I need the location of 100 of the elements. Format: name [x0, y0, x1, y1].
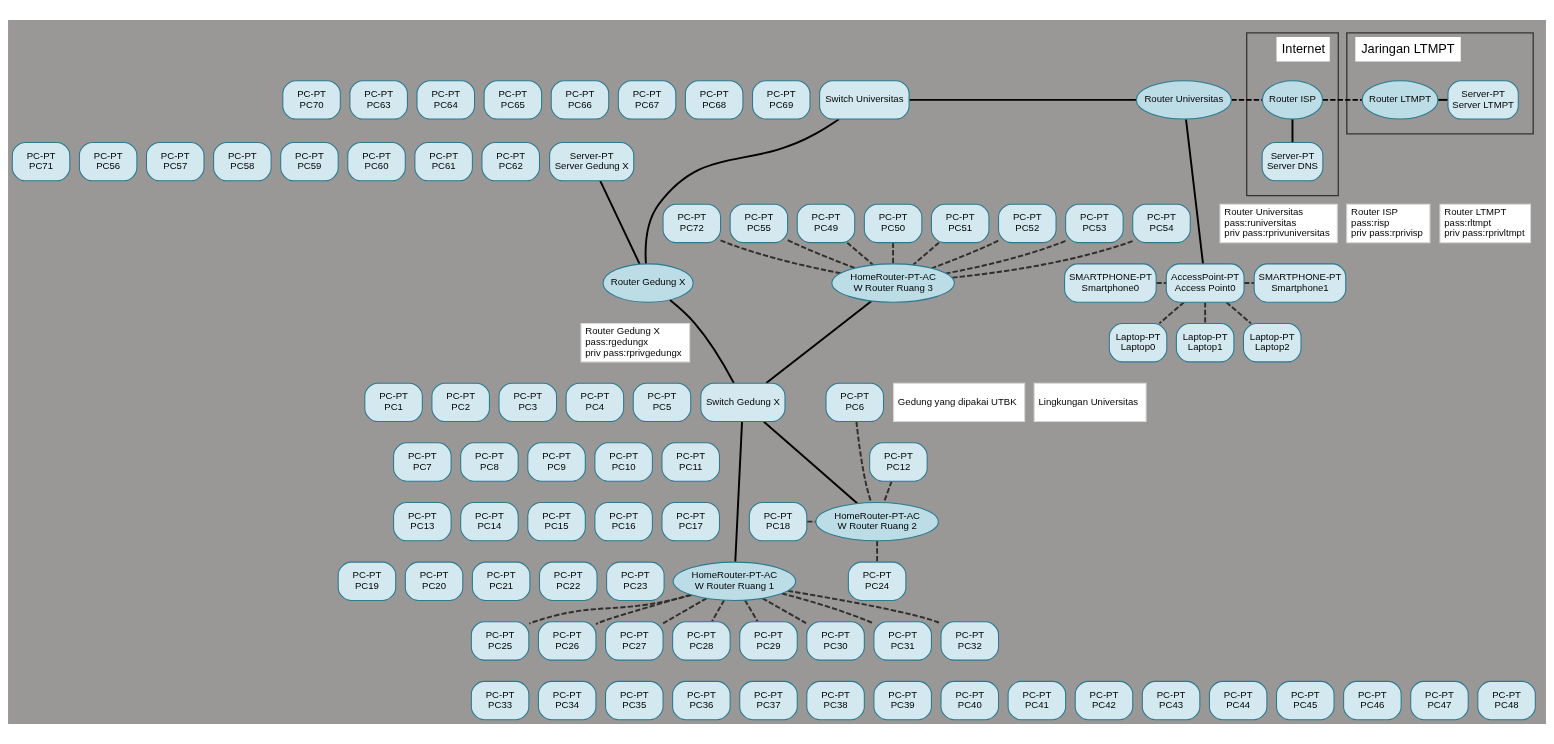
connector: [719, 239, 842, 275]
node-box: PC-PT PC48: [1477, 680, 1536, 721]
node-ellipse: Router Gedung X: [602, 263, 694, 303]
node-box: Router Gedung X pass:rgedungx priv pass:rprivgedungx: [580, 323, 691, 363]
node-box: PC-PT PC46: [1343, 680, 1402, 721]
node-box: SMARTPHONE-PT Smartphone1: [1253, 263, 1347, 303]
node-box: PC-PT PC12: [869, 442, 928, 482]
node-box: PC-PT PC66: [550, 80, 610, 120]
connector: [595, 593, 692, 625]
node-box: Server-PT Server Gedung X: [549, 141, 635, 182]
connector: [846, 241, 875, 266]
node-box: PC-PT PC64: [416, 80, 476, 120]
node-box: PC-PT PC61: [414, 141, 473, 182]
node-box: PC-PT PC58: [213, 141, 272, 182]
node-box: Laptop-PT Laptop1: [1175, 323, 1235, 363]
node-box: PC-PT PC71: [11, 141, 71, 182]
node-box: PC-PT PC52: [998, 203, 1057, 244]
node-box: PC-PT PC39: [873, 680, 932, 721]
node-box: PC-PT PC36: [672, 680, 731, 721]
node-box: PC-PT PC55: [729, 203, 789, 244]
node-box: PC-PT PC63: [349, 80, 408, 120]
node-box: PC-PT PC18: [748, 501, 808, 542]
node-box: Gedung yang dipakai UTBK: [893, 382, 1026, 423]
node-box: PC-PT PC19: [337, 561, 397, 601]
node-box: PC-PT PC67: [617, 80, 677, 120]
node-box: Lingkungan Universitas: [1033, 382, 1147, 423]
node-box: PC-PT PC14: [460, 501, 519, 542]
node-box: PC-PT PC44: [1208, 680, 1268, 721]
node-box: PC-PT PC2: [431, 382, 490, 423]
node-box: Router LTMPT pass:rltmpt priv pass:rprivltmpt: [1439, 203, 1532, 244]
node-box: PC-PT PC53: [1065, 203, 1124, 244]
node-box: PC-PT PC22: [538, 561, 598, 601]
connector: [951, 240, 1134, 279]
node-ellipse: Router LTMPT: [1361, 80, 1439, 120]
node-box: PC-PT PC24: [847, 561, 907, 601]
node-box: PC-PT PC65: [483, 80, 543, 120]
connector: [1155, 282, 1168, 285]
node-ellipse: HomeRouter-PT-AC W Router Ruang 3: [831, 263, 955, 303]
node-box: PC-PT PC10: [594, 442, 653, 482]
node-box: PC-PT PC17: [661, 501, 721, 542]
node-box: PC-PT PC57: [145, 141, 205, 182]
node-box: PC-PT PC40: [940, 680, 1000, 721]
node-box: PC-PT PC54: [1132, 203, 1191, 244]
node-box: Router Universitas pass:runiversitas priv pass:rprivuniversitas: [1219, 203, 1338, 244]
node-box: PC-PT PC16: [594, 501, 653, 542]
node-box: PC-PT PC23: [606, 561, 665, 601]
node-box: PC-PT PC33: [470, 680, 530, 721]
node-box: Server-PT Server DNS: [1261, 141, 1324, 182]
node-box: PC-PT PC31: [873, 621, 932, 661]
node-box: PC-PT PC41: [1007, 680, 1067, 721]
connector: [780, 592, 875, 625]
node-box: PC-PT PC72: [662, 203, 722, 244]
node-box: PC-PT PC47: [1410, 680, 1469, 721]
node-box: Laptop-PT Laptop2: [1242, 323, 1302, 363]
node-box: PC-PT PC59: [280, 141, 339, 182]
node-box: SMARTPHONE-PT Smartphone0: [1064, 263, 1157, 303]
node-box: PC-PT PC68: [684, 80, 744, 120]
node-box: Switch Gedung X: [700, 382, 786, 423]
node-box: PC-PT PC45: [1275, 680, 1335, 721]
connector: [786, 239, 856, 269]
node-ellipse: HomeRouter-PT-AC W Router Ruang 2: [815, 501, 939, 542]
node-box: PC-PT PC25: [470, 621, 530, 661]
node-box: PC-PT PC26: [537, 621, 597, 661]
node-box: PC-PT PC13: [393, 501, 452, 542]
node-box: Switch Universitas: [819, 80, 910, 120]
node-box: PC-PT PC28: [672, 621, 731, 661]
node-box: PC-PT PC3: [498, 382, 558, 423]
node-box: PC-PT PC21: [471, 561, 531, 601]
node-box: PC-PT PC6: [825, 382, 885, 423]
node-box: PC-PT PC32: [940, 621, 1000, 661]
node-box: PC-PT PC9: [527, 442, 586, 482]
connector: [1243, 282, 1256, 285]
node-box: PC-PT PC49: [796, 203, 856, 244]
connector: [669, 299, 735, 384]
node-box: PC-PT PC20: [404, 561, 464, 601]
node-box: Laptop-PT Laptop0: [1108, 323, 1168, 363]
connector: [945, 239, 1067, 275]
node-box: PC-PT PC4: [565, 382, 625, 423]
node-ellipse: Router ISP: [1261, 80, 1324, 120]
connector: [876, 539, 879, 563]
connector: [662, 597, 708, 625]
node-box: PC-PT PC15: [527, 501, 586, 542]
node-box: PC-PT PC11: [661, 442, 721, 482]
node-box: PC-PT PC69: [751, 80, 811, 120]
node-box: PC-PT PC38: [806, 680, 865, 721]
node-box: PC-PT PC60: [347, 141, 406, 182]
connector: [528, 594, 693, 625]
node-box: Router ISP pass:risp priv pass:rprivisp: [1346, 203, 1431, 244]
node-box: PC-PT PC43: [1141, 680, 1201, 721]
node-box: PC-PT PC62: [481, 141, 541, 182]
connector: [912, 241, 940, 266]
node-box: Server-PT Server LTMPT: [1447, 80, 1519, 120]
node-box: PC-PT PC30: [806, 621, 865, 661]
node-box: PC-PT PC1: [364, 382, 423, 423]
node-box: PC-PT PC35: [605, 680, 664, 721]
node-box: PC-PT PC70: [282, 80, 341, 120]
node-box: PC-PT PC50: [863, 203, 923, 244]
node-box: PC-PT PC7: [393, 442, 452, 482]
connector: [931, 239, 1000, 270]
connector: [761, 597, 808, 625]
